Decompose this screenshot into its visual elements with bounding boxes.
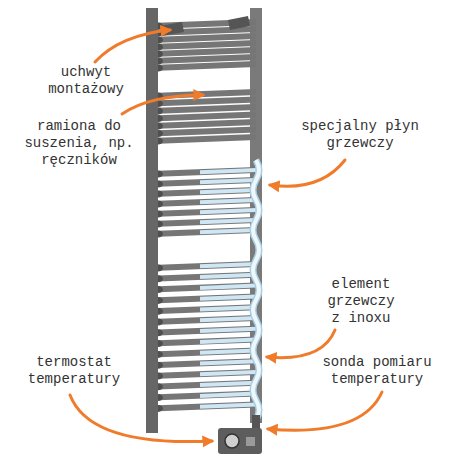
towel-bar (152, 361, 256, 365)
towel-bar (152, 329, 256, 333)
towel-bar (152, 220, 256, 224)
towel-bar (152, 394, 256, 398)
callout-label: ramiona do suszenia, np. ręczników (20, 118, 138, 169)
callout-arrow (95, 30, 170, 62)
towel-bar (152, 57, 256, 61)
heating-fluid (200, 170, 256, 407)
towel-bar (152, 318, 256, 322)
thermostat-dial (225, 434, 239, 448)
callout-arrow (122, 95, 203, 114)
towel-bar (152, 286, 256, 290)
fluid-fill (200, 340, 256, 342)
towel-bar (152, 107, 256, 111)
fluid-fill (200, 220, 256, 222)
towel-bar (152, 64, 256, 68)
towel-bars (152, 22, 256, 412)
callout-label: uchwyt montażowy (40, 64, 132, 98)
callout-arrow (70, 395, 212, 442)
towel-bar (152, 190, 256, 194)
fluid-fill (200, 200, 256, 202)
fluid-fill (200, 361, 256, 363)
heating-element (253, 160, 259, 420)
fluid-fill (200, 394, 256, 396)
towel-bar (152, 36, 256, 40)
towel-bar (152, 130, 256, 134)
towel-bar (152, 264, 256, 268)
fluid-fill (200, 307, 256, 309)
callout-arrow (270, 160, 345, 186)
towel-bar (152, 170, 256, 174)
towel-bar (152, 180, 256, 184)
thermostat-light (246, 437, 255, 446)
fluid-fill (200, 404, 256, 406)
heating-element-outline (253, 160, 259, 420)
towel-bar (152, 200, 256, 204)
fluid-fill (200, 190, 256, 192)
thermostat-box (218, 428, 262, 454)
towel-bar (152, 210, 256, 214)
mounting-bracket (160, 22, 184, 36)
callout-label: termostat temperatury (18, 354, 130, 388)
callout-arrow (267, 330, 335, 358)
callout-label: specjalny płyn grzewczy (296, 118, 424, 152)
towel-bar (152, 350, 256, 354)
towel-bar (152, 404, 256, 408)
towel-bar (152, 340, 256, 344)
fluid-fill (200, 264, 256, 266)
callout-label: element grzewczy z inoxu (320, 276, 402, 327)
fluid-fill (200, 329, 256, 331)
fluid-fill (200, 372, 256, 374)
fluid-fill (200, 180, 256, 182)
callout-arrow (268, 392, 382, 430)
towel-bar (152, 296, 256, 300)
fluid-fill (200, 318, 256, 320)
towel-bar (152, 122, 256, 126)
left-rail (146, 8, 158, 433)
fluid-fill (200, 230, 256, 232)
fluid-fill (200, 286, 256, 288)
fluid-fill (200, 383, 256, 385)
towel-bar (152, 230, 256, 234)
towel-bar (152, 50, 256, 54)
fluid-fill (200, 210, 256, 212)
mounting-bracket (228, 16, 250, 30)
fluid-fill (200, 170, 256, 172)
fluid-fill (200, 296, 256, 298)
towel-bar (152, 307, 256, 311)
towel-bar (152, 372, 256, 376)
temperature-probe (252, 415, 260, 429)
towel-bar (152, 115, 256, 119)
towel-bar (152, 100, 256, 104)
towel-bar (152, 275, 256, 279)
towel-bar (152, 43, 256, 47)
fluid-fill (200, 350, 256, 352)
towel-bar (152, 137, 256, 141)
towel-bar (152, 383, 256, 387)
callout-label: sonda pomiaru temperatury (318, 354, 436, 388)
fluid-fill (200, 275, 256, 277)
